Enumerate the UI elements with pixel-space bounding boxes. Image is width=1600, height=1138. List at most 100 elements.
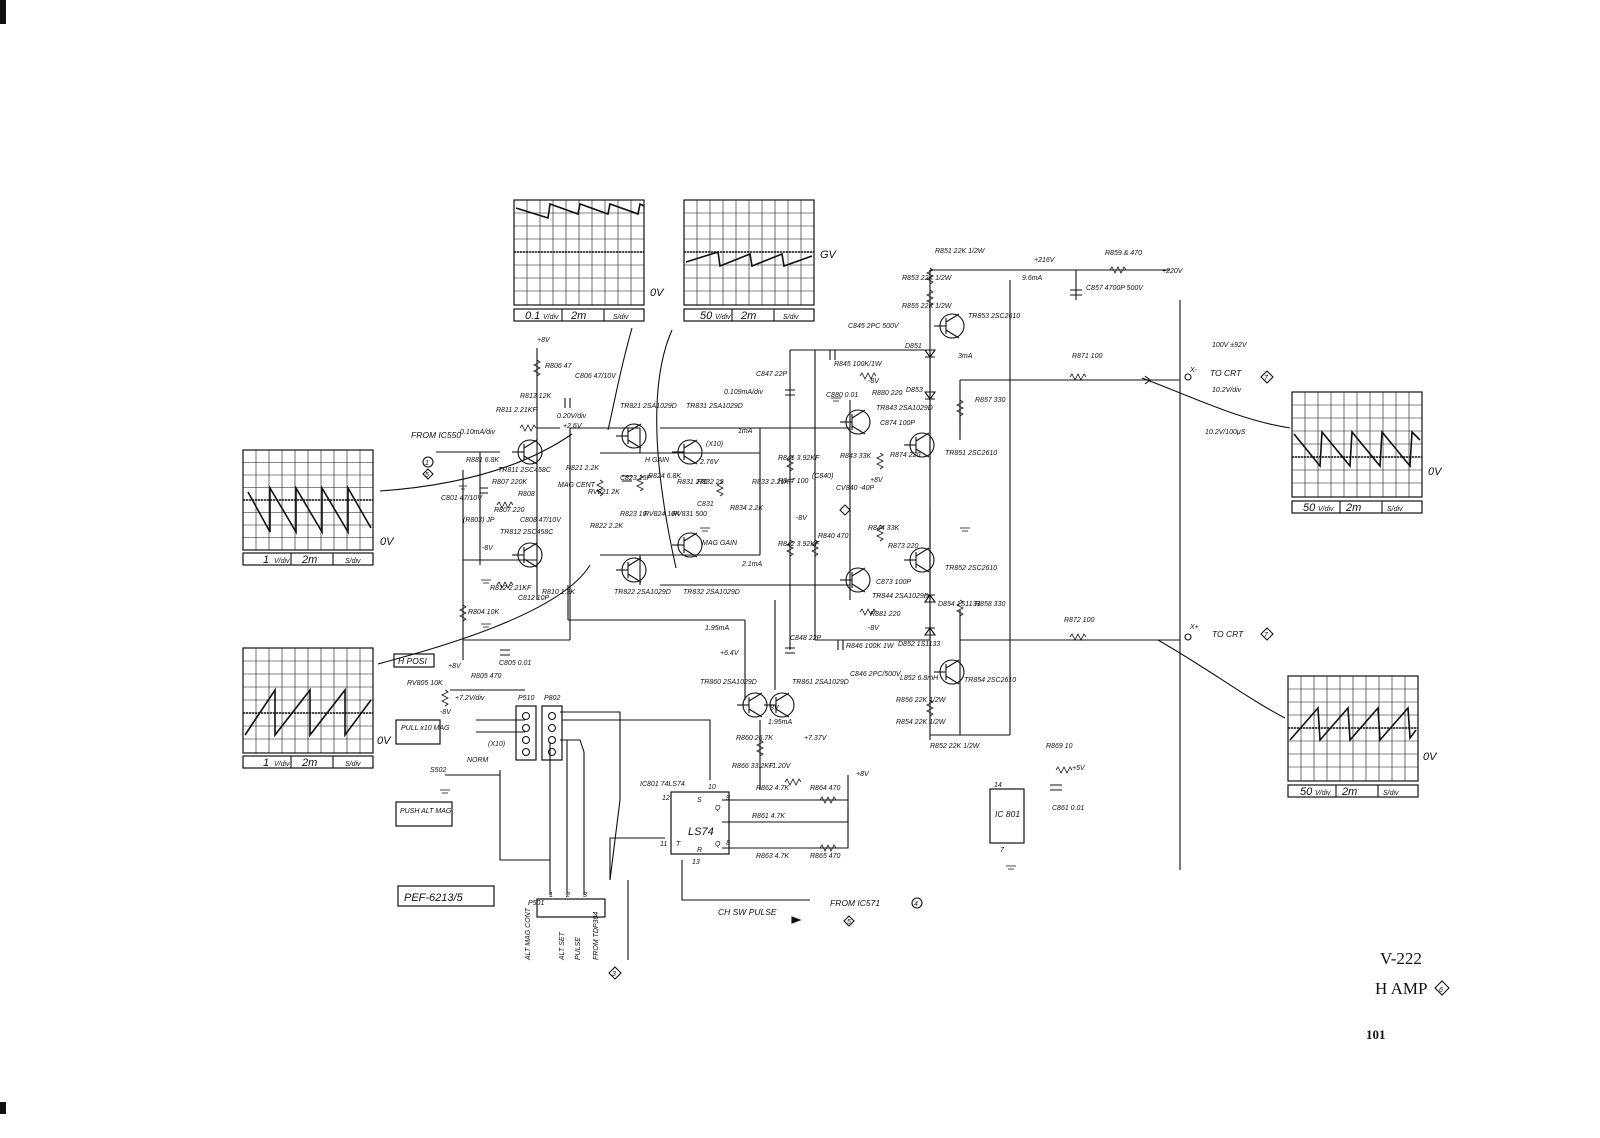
lbl-r813: R813 12K [520,393,551,400]
scope-tr811-volts: 0.1 [525,310,540,322]
lbl-v737: +7.37V [804,735,828,742]
lbl-p12: 12 [662,795,670,802]
doc-model: V-222 [1380,949,1422,968]
lbl-r844: R844 33K [868,525,899,532]
lbl-from-ic550: FROM IC550 [411,430,461,440]
lbl-r834: R834 2.2K [730,505,763,512]
diode-glyphs [923,349,937,636]
lbl-r863: R863 4.7K [756,853,789,860]
lbl-norm: NORM [467,757,489,764]
scope-xminus-vunit: V/div [1318,506,1334,513]
lbl-r810: R810 1.3K [542,589,575,596]
lbl-c806: C806 47/10V [575,373,617,380]
lbl-minus8v-d: -8V [868,378,880,385]
lbl-pin3: 3 [583,892,587,899]
lbl-l852: L852 6.8mH [900,675,939,682]
lbl-r880: R880 220 [872,390,902,397]
lbl-pef: PEF-6213/5 [404,892,464,904]
lbl-d854: D854 1S1133 [938,601,980,608]
scope-tr811-ref: 0V [650,287,665,299]
lbl-r840: R840 470 [818,533,848,540]
doc-section-num: 6 [1439,987,1443,994]
lbl-pin2: 2 [565,892,570,899]
lbl-c805: C805 0.01 [499,660,531,667]
lbl-r872: R872 100 [1064,617,1094,624]
lbl-ic571-marker: 4 [914,901,918,908]
lbl-v100: 100V ±92V [1212,342,1248,349]
lbl-r841: R841 3.92KF [778,455,820,462]
lbl-i-3ma: 3mA [958,353,973,360]
lbl-r861: R861 4.7K [752,813,785,820]
lbl-r842: R842 3.92KF [778,541,820,548]
scope-hpos-tunit: S/div [345,761,361,768]
lbl-crt-marker2: 7 [1264,632,1269,639]
lbl-tr822: TR822 2SA1029D [614,589,671,596]
scope-input-time: 2m [301,554,317,566]
lbl-to-crt2: TO CRT [1212,629,1244,639]
lbl-mag-cent: MAG CENT [558,482,596,489]
lbl-r823: R823 10 [620,511,647,518]
scope-input-tunit: S/div [345,558,361,565]
doc-section: H AMP [1375,979,1427,998]
lbl-i-1ma: 1mA [738,428,753,435]
tr811-symbol [512,439,543,465]
lbl-r871: R871 100 [1072,353,1102,360]
transistor-symbols [512,313,965,718]
lbl-r869: R869 10 [1046,743,1073,750]
lbl-from-ic571: FROM IC571 [830,898,880,908]
lbl-r806: R806 47 [545,363,573,370]
lbl-tr851: TR851 2SC2610 [945,450,997,457]
lbl-r804: R804 10K [468,609,499,616]
lbl-push-alt: PUSH ALT MAG [400,808,452,815]
lbl-r845: R845 100K/1W [834,361,883,368]
scope-xminus-time: 2m [1345,502,1361,514]
lbl-x10b: (X10) [706,441,723,448]
lbl-r851: R851 22K 1/2W [935,248,986,255]
lbl-c840: (C840) [812,473,833,480]
lbl-i-195ma: 1.95mA [705,625,729,632]
lbl-minus8v-b: -8V [440,709,452,716]
lbl-i-21ma: 2.1mA [741,561,763,568]
tr821-symbol [616,423,647,449]
lbl-r852: R852 22K 1/2W [930,743,981,750]
probe-line-tr811 [607,327,633,431]
scope-input-ref: 0V [380,536,395,548]
lbl-i-195mb: 1.95mA [768,719,792,726]
lbl-lvl-102: 10.2V/div [1212,387,1242,394]
scope-hpos-ref: 0V [377,735,392,747]
lbl-h-gain: H GAIN [645,457,670,464]
lbl-c857: C857 4700P 500V [1086,285,1144,292]
lbl-pulse: PULSE [575,937,582,960]
lbl-s502: S502 [430,767,446,774]
lbl-r881: R881 6.8K [466,457,499,464]
lbl-r808: R808 [518,491,535,498]
lbl-r856: R856 22K 1/2W [896,697,947,704]
tr851-symbol [904,432,935,458]
lbl-lvl-109: 0.109mA/div [724,389,763,396]
lbl-r811: R811 2.21KF [496,407,537,414]
lbl-r857: R857 330 [975,397,1005,404]
tr844-symbol [840,567,871,593]
probe-line-input [379,433,573,492]
lbl-r864: R864 470 [810,785,840,792]
lbl-p510: P510 [518,695,534,702]
scope-tr811 [513,199,645,322]
lbl-tr812: TR812 2SC458C [500,529,554,536]
scope-xplus-volts: 50 [1300,786,1313,798]
lbl-in-level: 0.10mA/div [460,429,496,436]
lbl-p10: 10 [708,784,716,791]
lbl-ff-r: R [697,847,702,854]
lbl-ff-q: Q [715,805,721,812]
lbl-tr844: TR844 2SA1029D [872,593,929,600]
lbl-c847: C847 22P [756,371,787,378]
scope-xminus [1291,391,1423,514]
probe-line-xplus [1157,639,1286,719]
lbl-alt-mag-cont: ALT MAG CONT [525,907,532,961]
marker-glyphs [422,370,1450,996]
page-number: 101 [1366,1027,1386,1042]
lbl-r846: R846 100K 1W [846,643,895,650]
scope-input-volts: 1 [263,554,269,566]
lbl-ff-s: S [697,797,702,804]
